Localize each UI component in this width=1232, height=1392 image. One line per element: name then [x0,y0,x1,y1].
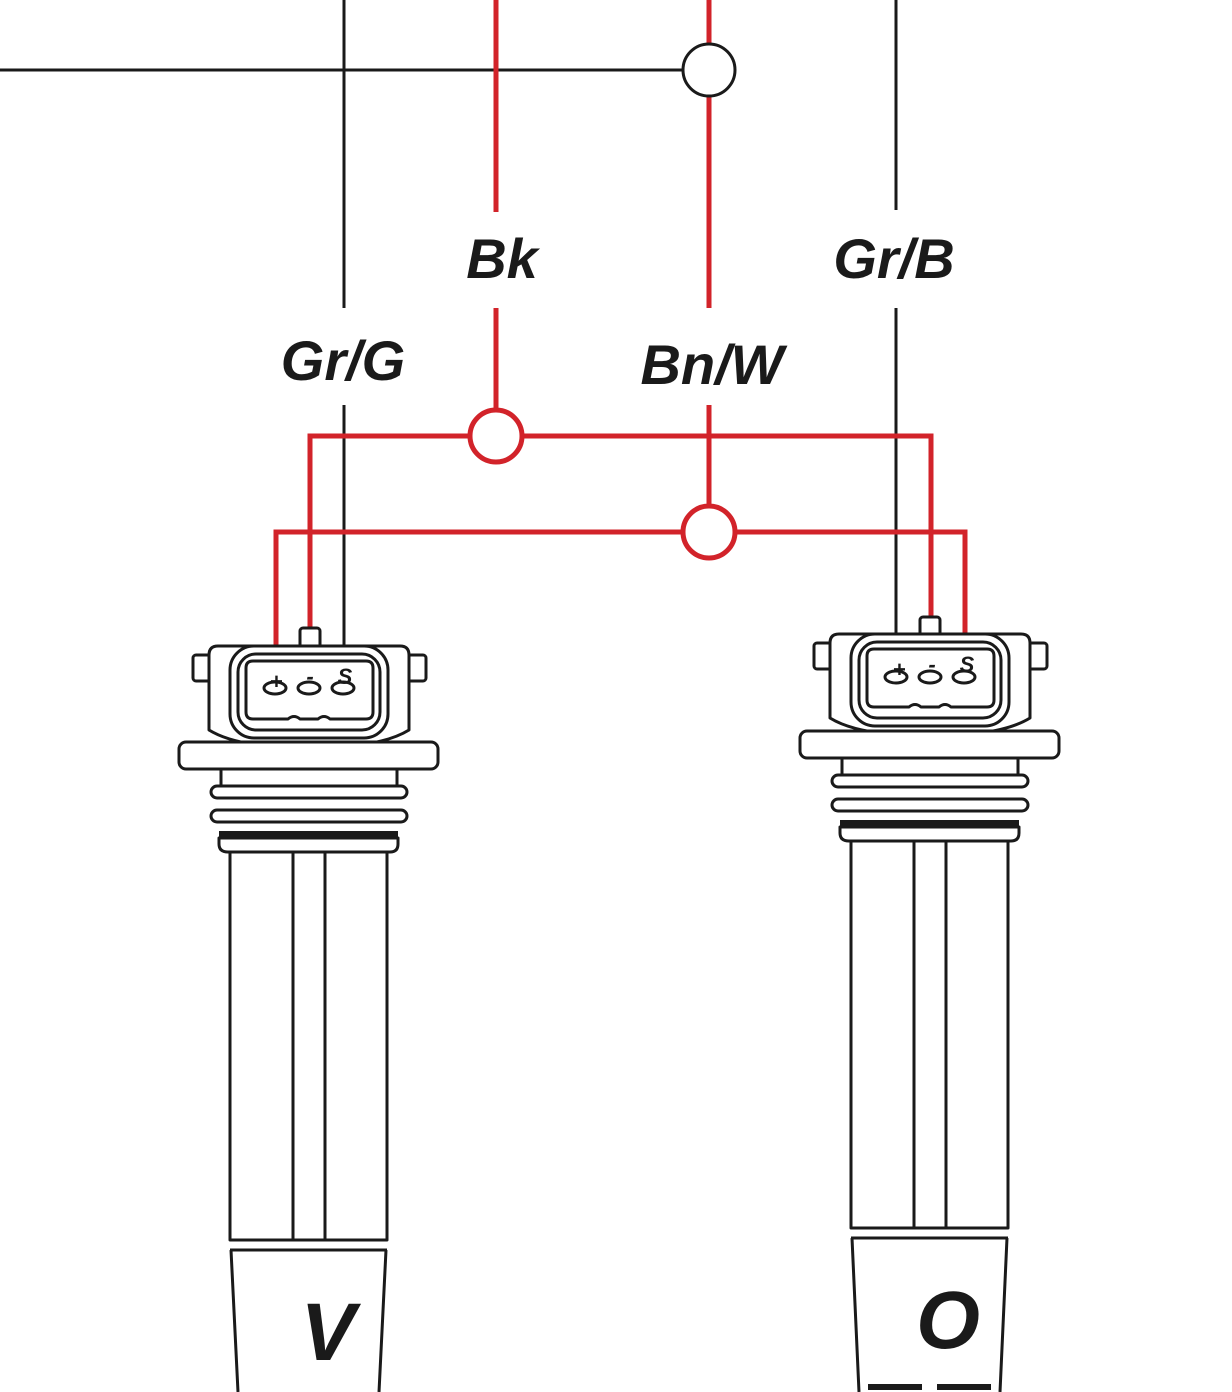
coil-boot [850,1237,1009,1392]
coil-flange [177,740,440,771]
coil-neck [840,756,1020,778]
plus-bus-right [736,529,968,655]
minus-bus-right [523,433,934,655]
connector-pin-plate [244,659,375,721]
red-wires [273,0,968,665]
wire-label-bk: Bk [466,227,540,290]
coil-neck [219,767,399,789]
coil-tube [849,839,1010,1230]
coil-ring-1 [830,773,1030,789]
wire-label-gr-b: Gr/B [833,227,954,290]
pin-label-plus: + [893,657,906,682]
coil-flange [798,729,1061,760]
ignition-coil-left: + - S V [177,626,440,1392]
pin-plus-terminal [883,669,909,685]
pin-label-minus: - [928,652,935,677]
junction-node-top [681,42,737,98]
pin-plus-terminal [262,680,288,696]
coil-tube [228,850,389,1242]
coil-label-left: V [301,1287,362,1378]
minus-bus-left [307,433,469,665]
pin-label-plus: + [270,669,283,694]
connector-socket-inner [857,640,1003,720]
pin-signal-terminal [330,680,356,696]
plus-bus-left [273,529,682,665]
pin-label-signal: S [960,652,975,677]
coil-ring-1 [209,784,409,800]
pin-minus-terminal [296,680,322,696]
junction-node-minus [467,407,525,465]
coil-ring-2 [209,808,409,824]
wire-label-gr-g: Gr/G [281,329,405,392]
connector-pin-plate [865,647,996,709]
ignition-coil-right: + - S O [798,615,1061,1392]
wire-label-bn-w: Bn/W [640,333,787,396]
coil-label-right: O [916,1275,980,1366]
coil-boot [229,1249,388,1392]
connector-socket-inner [236,652,382,732]
coil-collar [217,836,400,854]
coil-ring-2 [830,797,1030,813]
black-wires [0,0,898,665]
coil-collar [838,825,1021,843]
connector-socket-outer [228,644,390,740]
pin-label-minus: - [306,664,313,689]
pin-label-signal: S [338,664,353,689]
pin-signal-terminal [951,669,977,685]
connector-socket-outer [849,632,1011,728]
junction-node-plus [680,503,738,561]
pin-minus-terminal [917,669,943,685]
